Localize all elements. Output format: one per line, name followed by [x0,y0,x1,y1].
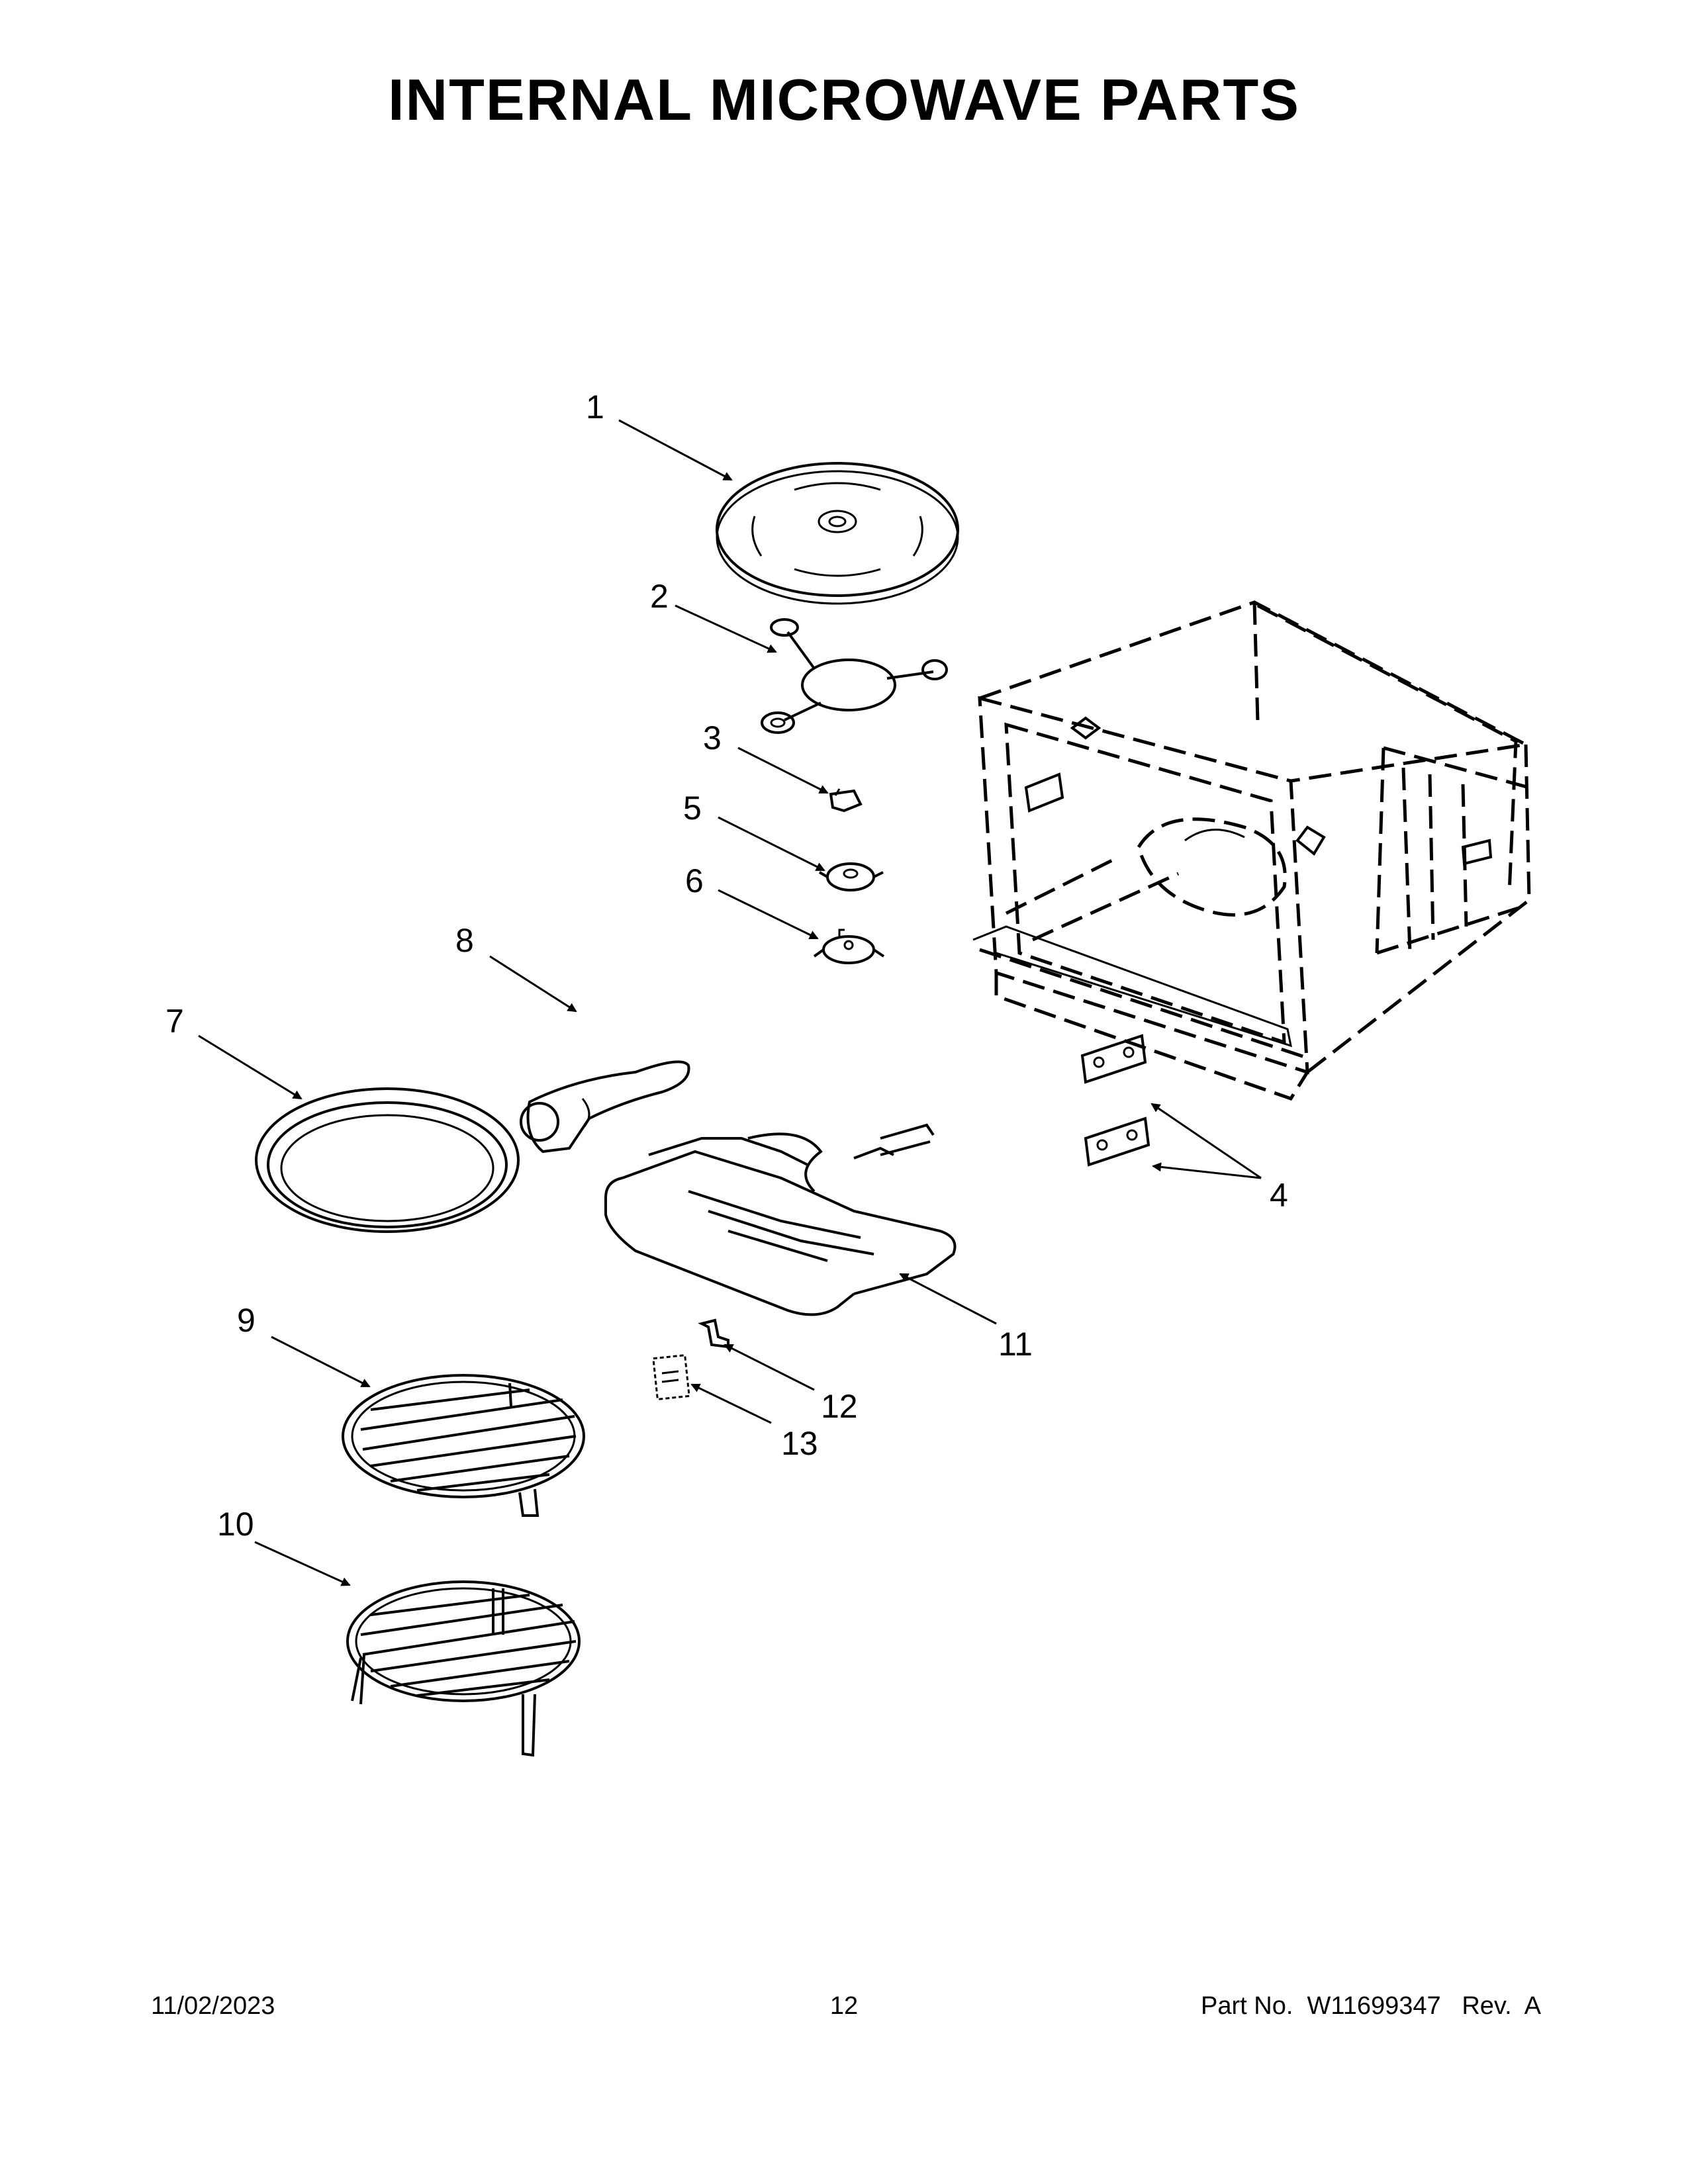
leader-13 [690,1383,772,1424]
footer-part-number: Part No. W11699347 Rev. A [1201,1992,1541,2020]
callout-11: 11 [998,1326,1033,1363]
part-11-heating-element [604,1123,957,1316]
part-6-turntable-motor [813,929,885,964]
leader-8 [489,955,577,1013]
leader-9 [271,1336,371,1388]
part-5-coupler [818,862,884,891]
leader-7 [198,1034,303,1100]
callout-numbers: 1 2 3 4 5 6 7 8 9 10 11 12 13 [165,388,1288,1543]
callout-8: 8 [455,922,474,959]
callout-5: 5 [683,790,702,827]
leader-11 [899,1273,997,1325]
leader-10 [254,1541,351,1586]
leader-12 [724,1343,815,1391]
microwave-cavity-phantom [972,600,1531,1101]
leader-5 [718,816,825,872]
callout-9: 9 [237,1302,256,1339]
leader-1 [618,419,733,481]
part-9-low-rack [342,1374,585,1517]
part-13-label [652,1354,690,1400]
page-title: INTERNAL MICROWAVE PARTS [388,67,1300,132]
leader-4b [1152,1162,1262,1179]
part-1-turntable-tray [716,462,959,605]
callout-7: 7 [165,1003,184,1040]
callout-6: 6 [685,862,704,899]
part-8-pan-handle [520,1060,690,1154]
callout-4: 4 [1270,1177,1288,1214]
callout-13: 13 [781,1425,818,1462]
footer-date: 11/02/2023 [151,1992,275,2020]
part-12-bracket [698,1318,729,1349]
part-7-crisper-pan [255,1087,520,1233]
part-3-clip [829,788,863,813]
part-10-high-rack [346,1580,581,1757]
callout-2: 2 [650,578,669,615]
callout-12: 12 [821,1388,858,1425]
callout-3: 3 [703,719,722,756]
part-4-waveguide-covers [1080,1034,1150,1167]
part-2-roller-support [761,618,948,734]
leader-6 [718,889,819,940]
leader-lines [198,419,1262,1586]
callout-10: 10 [217,1506,254,1543]
footer-page-number: 12 [829,1992,859,2020]
leader-2 [675,604,777,653]
callout-1: 1 [586,388,604,426]
leader-3 [737,747,829,794]
leader-4a [1150,1103,1262,1179]
